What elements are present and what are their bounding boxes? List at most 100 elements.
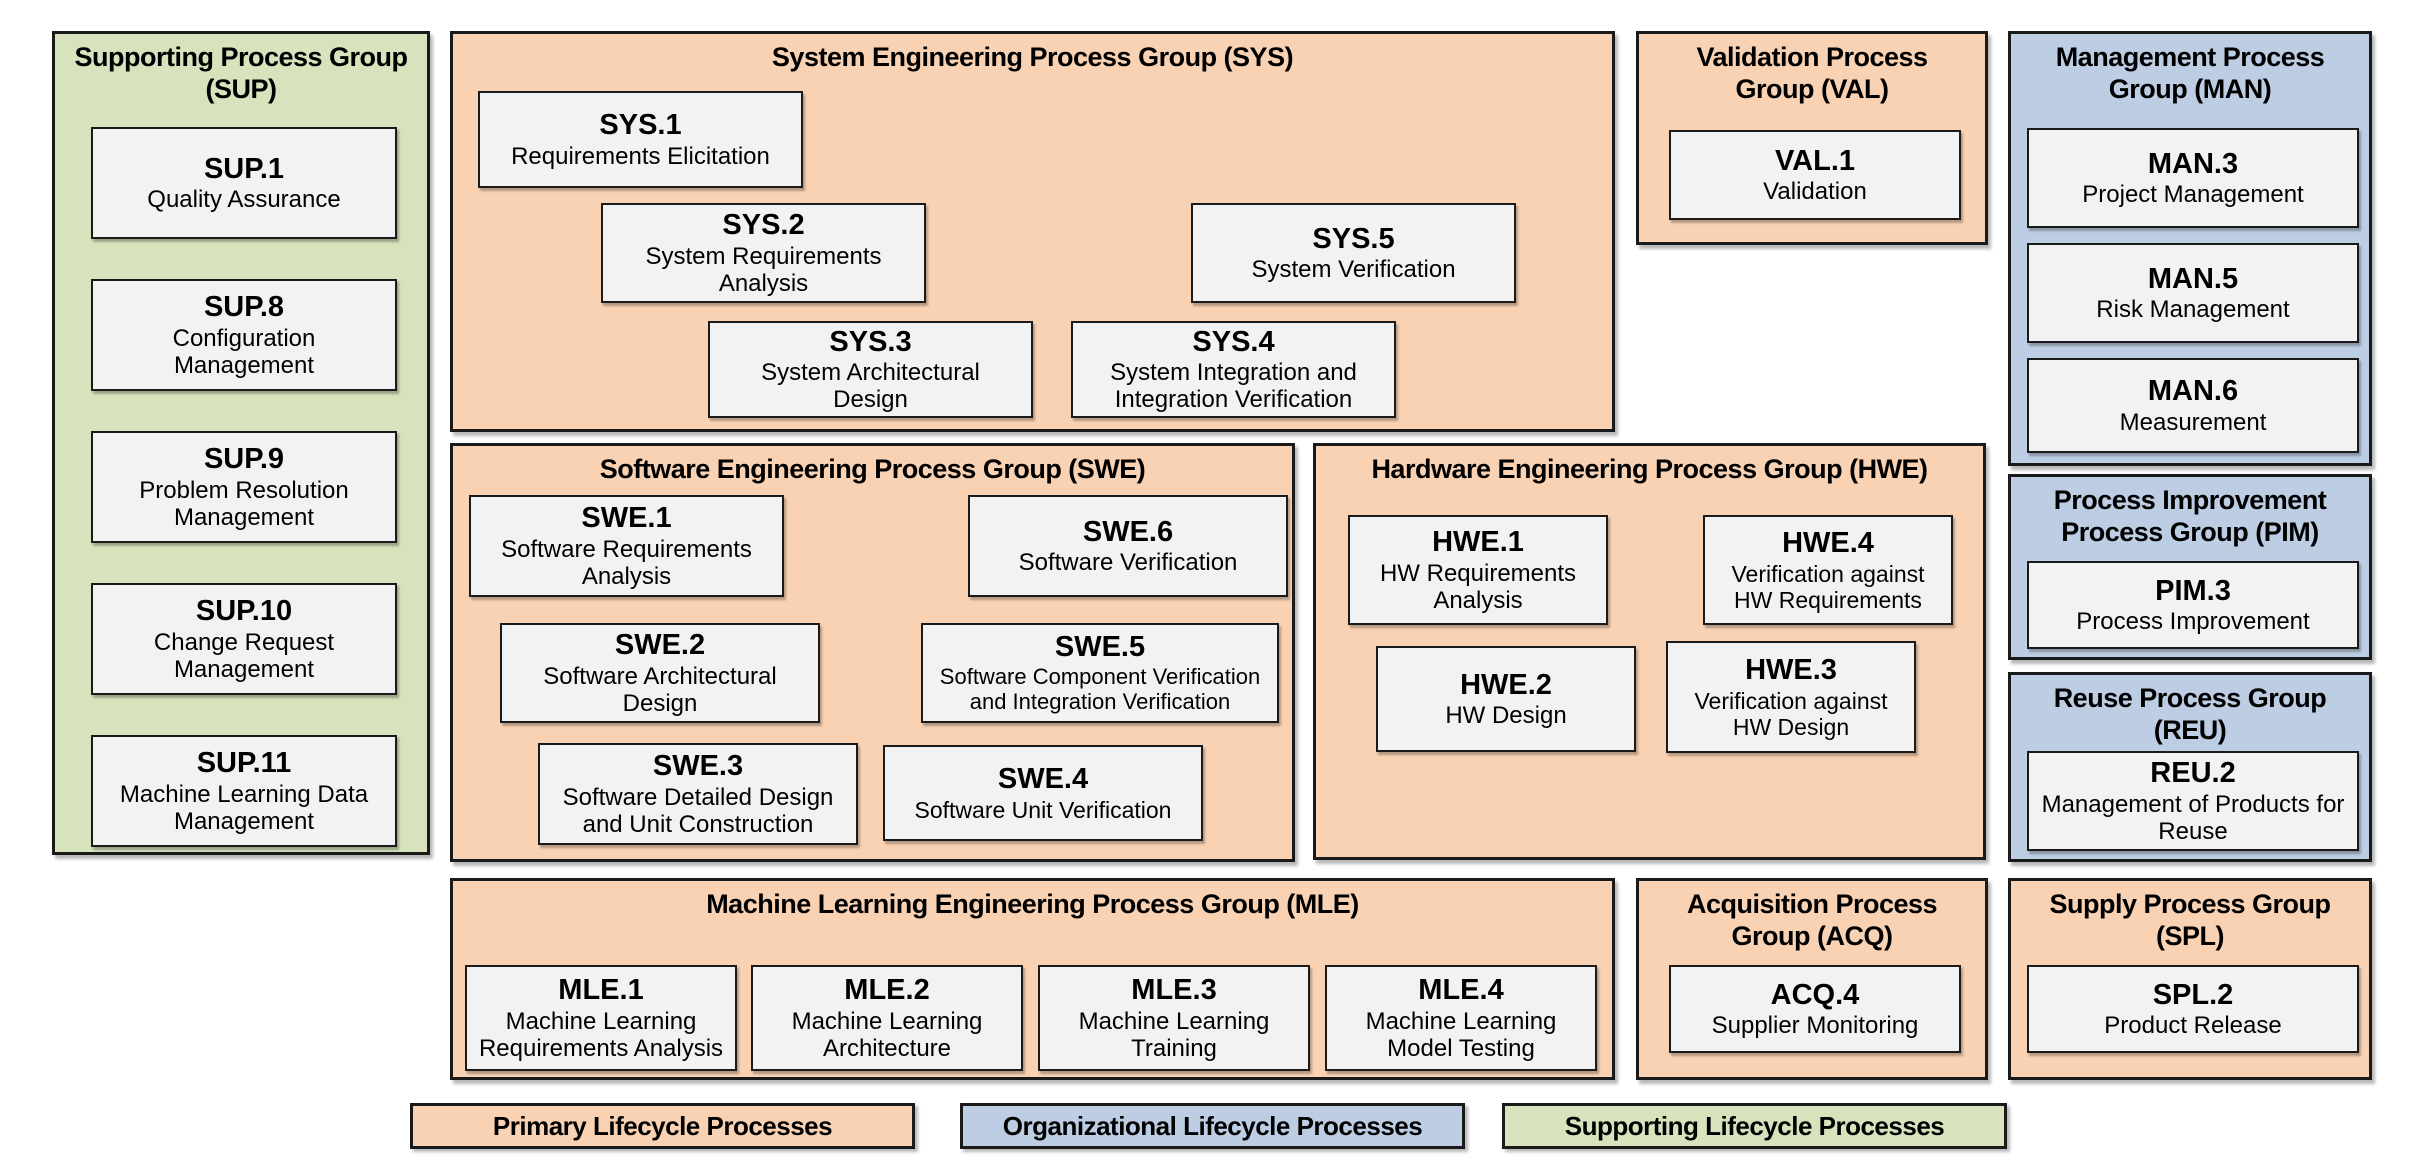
process-code: SYS.2	[722, 209, 805, 242]
process-box-hwe3: HWE.3 Verification against HW Design	[1666, 641, 1916, 753]
process-label: Change Request Management	[153, 628, 335, 683]
group-swe: Software Engineering Process Group (SWE)…	[450, 443, 1295, 862]
process-code: SUP.11	[196, 747, 292, 780]
group-acq: Acquisition Process Group (ACQ) ACQ.4 Su…	[1636, 878, 1988, 1080]
process-code: REU.2	[2150, 757, 2236, 790]
process-box-sup10: SUP.10 Change Request Management	[91, 583, 397, 695]
group-sys: System Engineering Process Group (SYS) S…	[450, 31, 1615, 432]
process-code: HWE.2	[1460, 668, 1552, 701]
process-label: System Architectural Design	[761, 359, 980, 414]
process-code: SWE.5	[1054, 631, 1146, 664]
process-code: SYS.4	[1192, 325, 1275, 358]
group-reu: Reuse Process Group (REU) REU.2 Manageme…	[2008, 672, 2372, 862]
group-sup-title: Supporting Process Group (SUP)	[74, 42, 408, 105]
group-mle-title: Machine Learning Engineering Process Gro…	[706, 889, 1359, 919]
process-label: HW Design	[1445, 702, 1567, 730]
process-label: Software Requirements Analysis	[501, 535, 752, 590]
process-label: Problem Resolution Management	[139, 476, 349, 531]
group-val-title: Validation Process Group (VAL)	[1696, 42, 1928, 105]
process-label: Software Component Verification and Inte…	[939, 663, 1261, 714]
process-label: System Requirements Analysis	[645, 242, 882, 297]
group-man: Management Process Group (MAN) MAN.3 Pro…	[2008, 31, 2372, 466]
process-box-reu2: REU.2 Management of Products for Reuse	[2027, 751, 2359, 851]
process-label: Machine Learning Data Management	[119, 780, 369, 835]
process-code: SYS.3	[829, 325, 912, 358]
process-code: MAN.3	[2147, 147, 2239, 180]
process-label: Project Management	[2082, 181, 2304, 209]
process-label: Product Release	[2104, 1012, 2282, 1040]
legend-supporting-lifecycle: Supporting Lifecycle Processes	[1502, 1103, 2007, 1149]
process-code: SWE.4	[997, 763, 1089, 796]
process-code: SWE.1	[581, 502, 672, 535]
process-label: Quality Assurance	[147, 186, 341, 214]
process-code: SUP.9	[203, 443, 285, 476]
process-label: Configuration Management	[172, 324, 316, 379]
process-code: SUP.1	[203, 152, 285, 185]
process-label: Machine Learning Architecture	[791, 1007, 983, 1062]
process-label: Supplier Monitoring	[1711, 1012, 1919, 1040]
process-label: Verification against HW Design	[1694, 687, 1888, 740]
process-box-swe3: SWE.3 Software Detailed Design and Unit …	[538, 743, 858, 845]
process-box-acq4: ACQ.4 Supplier Monitoring	[1669, 965, 1961, 1053]
process-box-pim3: PIM.3 Process Improvement	[2027, 561, 2359, 649]
process-label: Risk Management	[2096, 296, 2290, 324]
legend-primary-lifecycle: Primary Lifecycle Processes	[410, 1103, 915, 1149]
process-code: SWE.2	[614, 629, 706, 662]
process-label: Validation	[1763, 178, 1867, 206]
process-code: SPL.2	[2152, 978, 2234, 1011]
process-box-sup9: SUP.9 Problem Resolution Management	[91, 431, 397, 543]
process-box-sys3: SYS.3 System Architectural Design	[708, 321, 1033, 418]
process-box-man5: MAN.5 Risk Management	[2027, 243, 2359, 343]
process-box-sup8: SUP.8 Configuration Management	[91, 279, 397, 391]
group-hwe-title: Hardware Engineering Process Group (HWE)	[1371, 454, 1928, 484]
process-label: Software Unit Verification	[914, 796, 1172, 823]
process-label: Measurement	[2119, 408, 2267, 436]
process-code: MAN.5	[2147, 262, 2239, 295]
group-sys-title: System Engineering Process Group (SYS)	[771, 42, 1294, 72]
process-code: VAL.1	[1774, 144, 1856, 177]
process-box-swe4: SWE.4 Software Unit Verification	[883, 745, 1203, 841]
process-code: PIM.3	[2155, 574, 2231, 607]
legend-organizational-lifecycle: Organizational Lifecycle Processes	[960, 1103, 1465, 1149]
process-label: Machine Learning Training	[1078, 1007, 1270, 1062]
process-code: SWE.3	[652, 750, 744, 783]
process-code: MLE.4	[1418, 974, 1504, 1007]
group-val: Validation Process Group (VAL) VAL.1 Val…	[1636, 31, 1988, 245]
process-box-mle1: MLE.1 Machine Learning Requirements Anal…	[465, 965, 737, 1071]
process-code: MLE.1	[558, 974, 644, 1007]
process-box-man6: MAN.6 Measurement	[2027, 358, 2359, 453]
process-label: HW Requirements Analysis	[1379, 559, 1577, 614]
process-label: System Verification	[1251, 256, 1456, 284]
group-hwe: Hardware Engineering Process Group (HWE)…	[1313, 443, 1986, 860]
process-box-sup11: SUP.11 Machine Learning Data Management	[91, 735, 397, 847]
process-label: Software Detailed Design and Unit Constr…	[562, 783, 834, 838]
process-code: SYS.5	[1312, 222, 1395, 255]
process-label: Software Architectural Design	[543, 662, 777, 717]
group-spl: Supply Process Group (SPL) SPL.2 Product…	[2008, 878, 2372, 1080]
process-box-spl2: SPL.2 Product Release	[2027, 965, 2359, 1053]
process-box-sys1: SYS.1 Requirements Elicitation	[478, 91, 803, 188]
process-label: Machine Learning Model Testing	[1365, 1007, 1557, 1062]
process-code: SUP.10	[195, 595, 293, 628]
process-label: Machine Learning Requirements Analysis	[478, 1007, 724, 1062]
process-box-swe2: SWE.2 Software Architectural Design	[500, 623, 820, 723]
group-spl-title: Supply Process Group (SPL)	[2049, 889, 2331, 952]
process-box-mle4: MLE.4 Machine Learning Model Testing	[1325, 965, 1597, 1071]
group-pim-title: Process Improvement Process Group (PIM)	[2053, 485, 2327, 548]
process-box-swe1: SWE.1 Software Requirements Analysis	[469, 495, 784, 597]
process-code: SWE.6	[1082, 515, 1174, 548]
process-box-mle3: MLE.3 Machine Learning Training	[1038, 965, 1310, 1071]
group-acq-title: Acquisition Process Group (ACQ)	[1686, 889, 1938, 952]
group-swe-title: Software Engineering Process Group (SWE)	[599, 454, 1146, 484]
process-code: ACQ.4	[1770, 978, 1860, 1011]
process-code: MAN.6	[2147, 375, 2239, 408]
process-code: MLE.2	[844, 974, 930, 1007]
process-box-swe6: SWE.6 Software Verification	[968, 495, 1288, 597]
process-box-man3: MAN.3 Project Management	[2027, 128, 2359, 228]
process-box-sup1: SUP.1 Quality Assurance	[91, 127, 397, 239]
process-box-val1: VAL.1 Validation	[1669, 130, 1961, 220]
group-pim: Process Improvement Process Group (PIM) …	[2008, 474, 2372, 660]
process-code: HWE.1	[1432, 526, 1524, 559]
group-reu-title: Reuse Process Group (REU)	[2053, 683, 2327, 746]
